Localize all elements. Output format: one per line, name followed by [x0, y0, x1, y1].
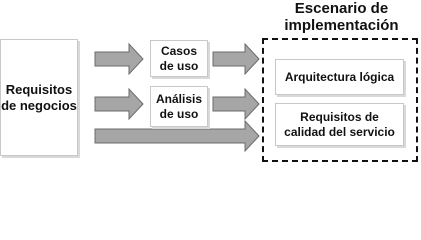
- logical-architecture-label: Arquitectura lógica: [284, 69, 395, 84]
- deployment-scenario-container: [262, 38, 418, 162]
- arrow-requirements-to-scenario: [94, 119, 260, 153]
- arrow-requirements-to-analysis: [94, 87, 144, 121]
- use-case-analysis-label-line2: de uso: [159, 106, 199, 121]
- use-case-analysis-label-line1: Análisis: [155, 92, 203, 107]
- business-requirements-box: Requisitos de negocios: [0, 39, 78, 156]
- quality-of-service-label-line2: calidad del servicio: [284, 124, 395, 139]
- logical-architecture-box: Arquitectura lógica: [275, 59, 404, 95]
- arrow-requirements-to-use-cases: [94, 42, 144, 76]
- deployment-scenario-diagram: Requisitos de negocios Casos de uso Anál…: [0, 0, 421, 162]
- business-requirements-label-line2: de negocios: [1, 97, 77, 113]
- business-requirements-label-line1: Requisitos: [5, 81, 73, 97]
- arrow-analysis-to-scenario: [212, 87, 260, 121]
- use-case-analysis-box: Análisis de uso: [150, 86, 208, 127]
- deployment-scenario-title-line2: implementación: [284, 17, 399, 34]
- use-cases-box: Casos de uso: [150, 40, 208, 77]
- use-cases-label-line2: de uso: [159, 58, 199, 73]
- quality-of-service-label-line1: Requisitos de: [300, 110, 379, 125]
- deployment-scenario-title: Escenario de implementación: [262, 0, 421, 34]
- use-cases-label-line1: Casos: [160, 44, 197, 59]
- quality-of-service-box: Requisitos de calidad del servicio: [275, 103, 404, 146]
- deployment-scenario-title-line1: Escenario de: [294, 0, 389, 17]
- arrow-use-cases-to-scenario: [212, 42, 260, 76]
